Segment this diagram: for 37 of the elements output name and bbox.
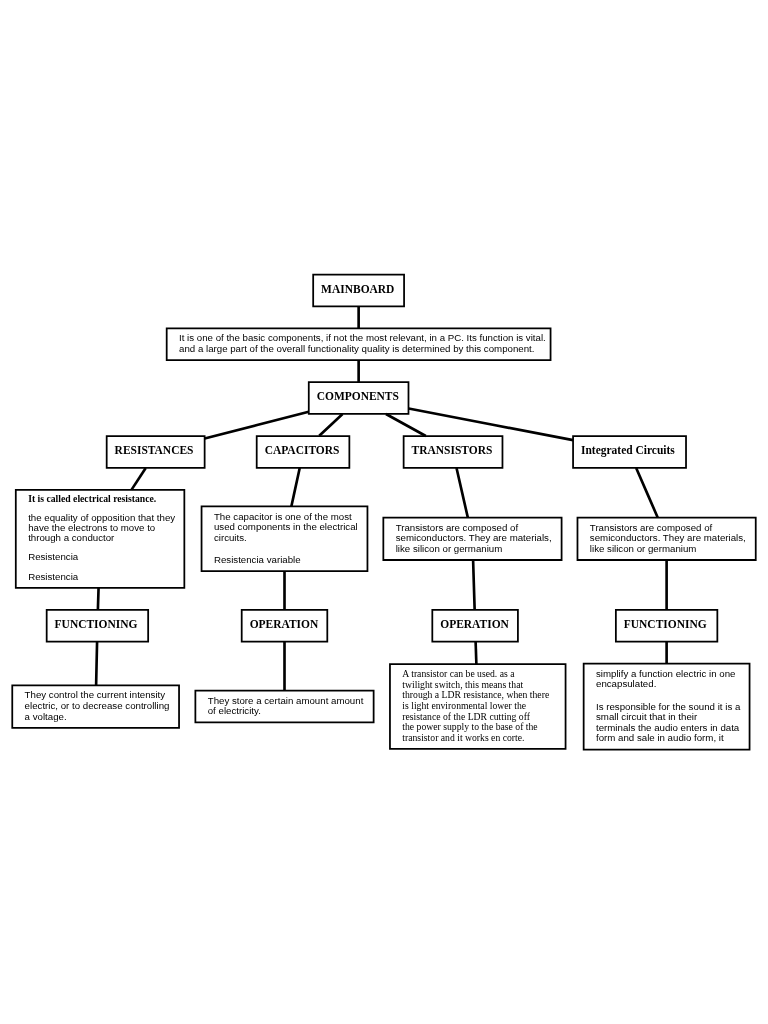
connector: [665, 641, 668, 664]
connector: [290, 467, 302, 507]
node-box: They control the current intensity electric, or to decrease controlling a voltage.: [11, 684, 180, 729]
node-box: They store a certain amount amount of electricity.: [194, 689, 375, 724]
connector: [130, 467, 147, 491]
connector: [471, 560, 476, 610]
connector: [455, 467, 470, 518]
connector: [634, 467, 659, 518]
node-box: simplify a function electric in one encapsulated. Is responsible for the sound it is a small circuit that in their terminals the audio enters in data form and sale in audio form, it: [582, 662, 751, 751]
node-box: The capacitor is one of the most used components in the electrical circuits. Resistencia variable: [200, 505, 369, 573]
node-box: Transistors are composed of semiconductors. They are materials, like silicon or germanium: [576, 516, 757, 561]
node-box: FUNCTIONING: [615, 609, 719, 643]
node-box: FUNCTIONING: [45, 609, 150, 643]
node-box: CAPACITORS: [255, 435, 351, 469]
connector: [94, 641, 99, 686]
connector: [283, 571, 286, 610]
connector: [474, 641, 478, 665]
node-box: OPERATION: [240, 609, 329, 643]
connector: [283, 641, 286, 691]
connector: [665, 560, 668, 610]
node-box: It is one of the basic components, if not the most relevant, in a PC. Its function is vital. and a large part of the overall functionality quality is determined by this component.: [165, 327, 552, 361]
node-box: COMPONENTS: [307, 381, 410, 415]
node-box: OPERATION: [431, 609, 519, 643]
node-box: Integrated Circuits: [572, 435, 687, 469]
node-box: It is called electrical resistance. the equality of opposition that they have the electrons to move to through a conductor Resistencia Resistencia: [14, 488, 186, 589]
node-box: RESISTANCES: [105, 435, 206, 469]
node-box: TRANSISTORS: [402, 435, 504, 469]
node-box: MAINBOARD: [312, 273, 405, 308]
connector: [204, 410, 310, 440]
connector: [357, 306, 360, 329]
connector: [357, 360, 360, 382]
connector: [408, 407, 574, 442]
node-box: Transistors are composed of semiconductors. They are materials, like silicon or germanium: [382, 516, 563, 561]
connector: [96, 587, 100, 610]
connector: [385, 412, 427, 438]
connector: [318, 413, 344, 437]
node-box: A transistor can be used. as a twilight switch, this means that through a LDR resistance, when there is light environmental lower the resistance of the LDR cutting off the power supply to the base of the transistor and it works en corte.: [389, 663, 567, 750]
